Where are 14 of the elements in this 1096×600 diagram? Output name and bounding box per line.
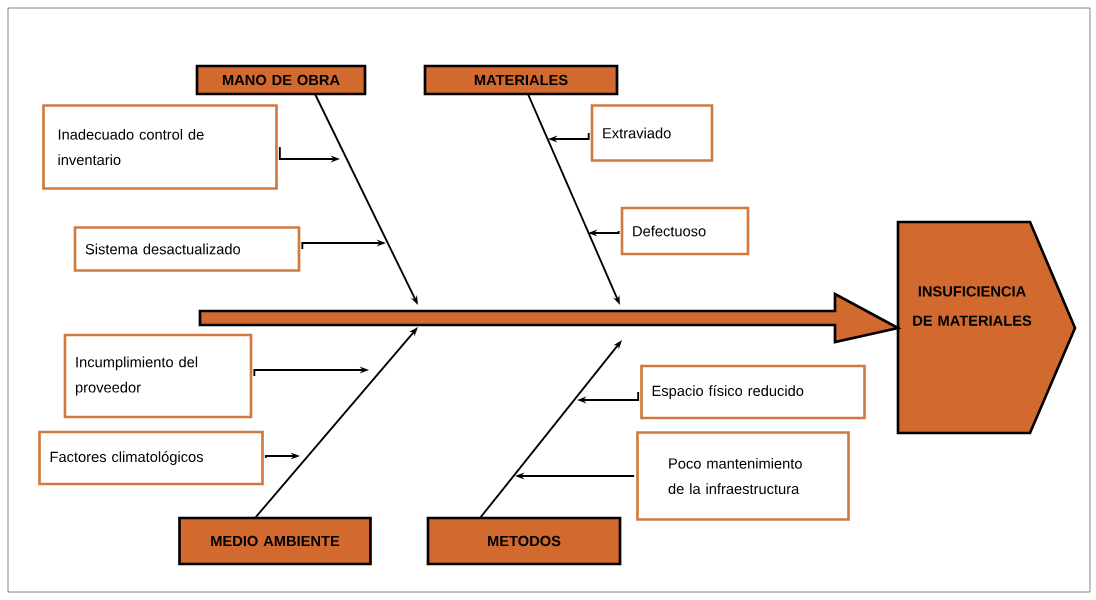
- spine-arrow: [198, 291, 902, 344]
- category-box: MATERIALES: [423, 64, 619, 96]
- cause-box: Incumplimiento del proveedor: [63, 333, 253, 419]
- cause-box: Factores climatológicos: [38, 430, 264, 486]
- category-box: MEDIO AMBIENTE: [178, 516, 372, 566]
- cause-box: Defectuoso: [620, 206, 750, 256]
- cause-box: Poco mantenimiento de la infraestructura: [636, 431, 850, 521]
- effect-pentagon: INSUFICIENCIA DE MATERIALES: [896, 220, 1077, 435]
- cause-box: Sistema desactualizado: [73, 226, 301, 272]
- category-box: MANO DE OBRA: [195, 64, 367, 96]
- cause-box: Extraviado: [590, 104, 714, 162]
- cause-box: Espacio físico reducido: [640, 364, 866, 420]
- cause-box: Inadecuado control de inventario: [42, 104, 278, 190]
- category-box: METODOS: [426, 516, 622, 566]
